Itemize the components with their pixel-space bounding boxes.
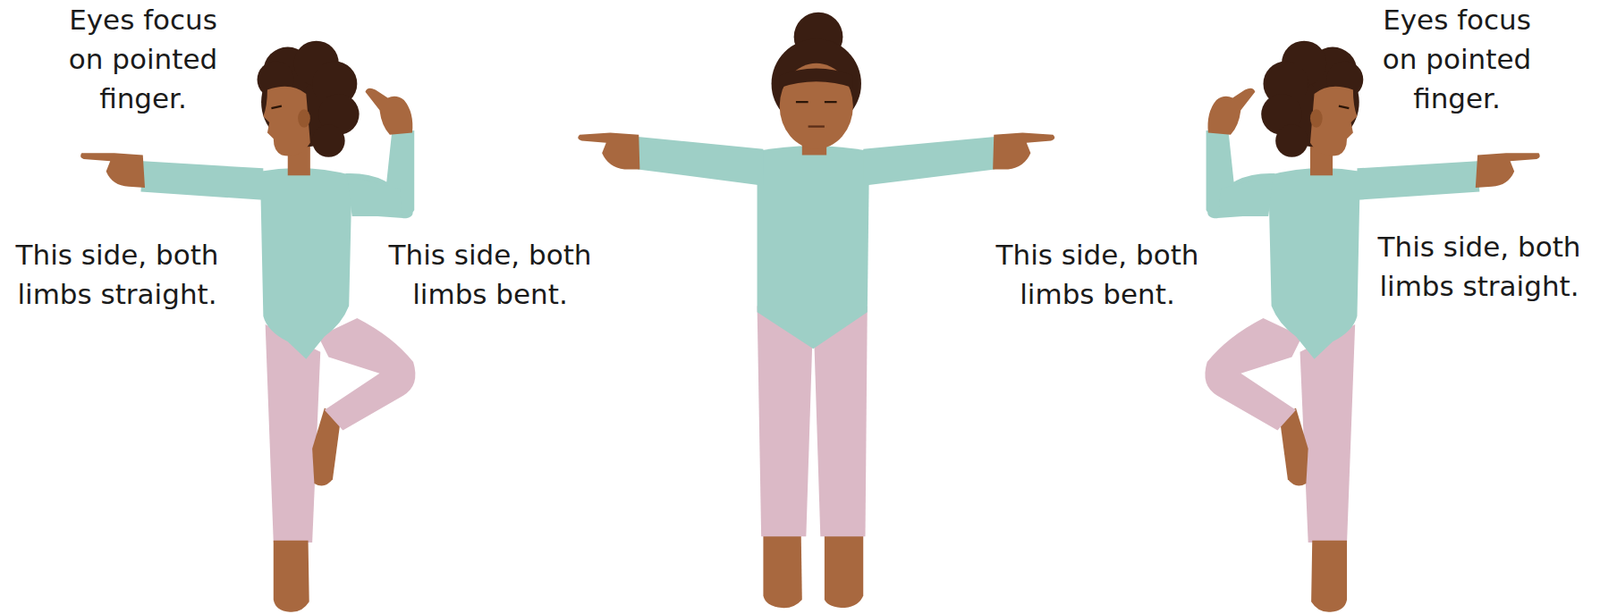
leotard-torso [757, 145, 871, 349]
face [779, 63, 854, 150]
front-pose-figure [577, 12, 1055, 609]
hairline [779, 68, 854, 89]
left-pointing-hand [577, 132, 640, 170]
eyes [795, 101, 838, 103]
annotation-note: This side, both limbs straight. [0, 235, 238, 314]
annotation-note: This side, both limbs bent. [976, 235, 1219, 314]
annotation-note: This side, both limbs bent. [369, 235, 611, 314]
annotation-note: Eyes focus on pointed finger. [53, 0, 233, 119]
annotation-note: This side, both limbs straight. [1358, 227, 1600, 306]
left-foot [762, 530, 802, 609]
mouth [808, 125, 825, 127]
left-pose [80, 41, 415, 613]
annotation-note: Eyes focus on pointed finger. [1367, 0, 1547, 119]
right-foot [824, 530, 864, 609]
right-pointing-hand [992, 132, 1055, 170]
right-arm [863, 136, 995, 187]
right-pose [1204, 41, 1540, 613]
left-arm [637, 136, 763, 187]
